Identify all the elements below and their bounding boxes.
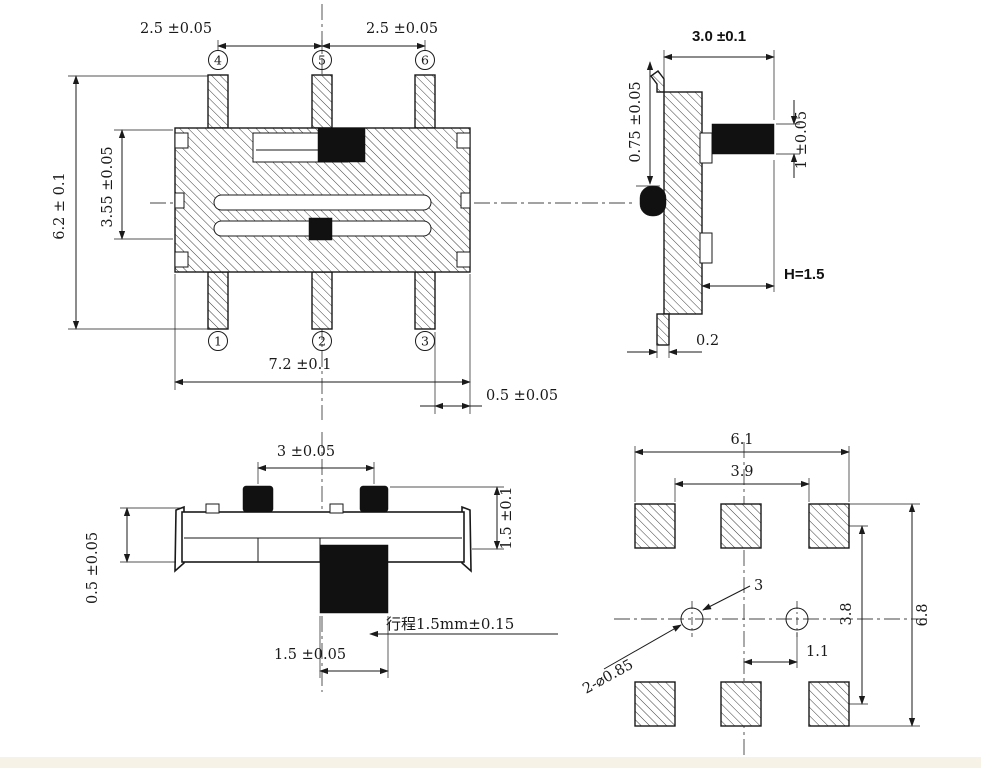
side-hook-bottom xyxy=(699,232,713,264)
pin-number-1: 1 xyxy=(214,334,222,349)
dim-overall-height-label: 6.2 ± 0.1 xyxy=(52,172,68,240)
dim-hole-offset-label: 1.1 xyxy=(806,644,829,660)
dim-base-height-label: 0.5 ±0.05 xyxy=(85,532,101,604)
dim-knob-height-label: 0.75 ±0.05 xyxy=(628,81,644,162)
front-stem xyxy=(319,544,389,614)
pin-number-2: 2 xyxy=(318,334,326,349)
pin-1 xyxy=(207,271,229,330)
front-top-tab xyxy=(329,503,344,514)
contact-slot xyxy=(213,194,432,211)
side-actuator xyxy=(711,123,775,155)
travel-note-label: 行程1.5mm±0.15 xyxy=(386,615,514,633)
dim-actuator-height-label: 1 ±0.05 xyxy=(794,111,810,169)
dim-cover-height-label: 1.5 ±0.1 xyxy=(499,487,515,550)
pad xyxy=(634,503,676,549)
top-view: 4 5 6 1 2 3 2.5 ±0.05 2.5 ±0.05 6.2 ± 0.… xyxy=(52,21,558,414)
front-top-tab xyxy=(205,503,220,514)
pin-number-circle xyxy=(312,50,332,70)
page-bottom-strip xyxy=(0,757,981,768)
locating-hole xyxy=(680,607,704,631)
front-view-dimensions: 3 ±0.05 1.5 ±0.1 0.5 ±0.05 行程1.5mm±0.15 … xyxy=(85,444,558,678)
dim-overall-width-label: 7.2 ±0.1 xyxy=(269,357,332,373)
pin-2 xyxy=(311,271,333,330)
side-body-section xyxy=(663,91,703,315)
slider-opening xyxy=(317,127,366,163)
pin-number-5: 5 xyxy=(318,53,326,68)
pin-number-circle xyxy=(415,331,435,351)
dim-terminal-thickness-label: 0.2 xyxy=(696,333,719,349)
dim-knob-pitch-label: 3 ±0.05 xyxy=(277,444,335,460)
side-hook-top xyxy=(699,132,713,164)
front-view: 3 ±0.05 1.5 ±0.1 0.5 ±0.05 行程1.5mm±0.15 … xyxy=(85,444,558,678)
side-terminal-top xyxy=(650,70,665,93)
pin-number-circle xyxy=(312,331,332,351)
pad xyxy=(634,681,676,727)
body-notch xyxy=(460,192,471,209)
pin-number-circle xyxy=(415,50,435,70)
dim-row-pitch-label: 3.8 xyxy=(839,602,855,625)
top-view-dimensions: 2.5 ±0.05 2.5 ±0.05 6.2 ± 0.1 3.55 ±0.05… xyxy=(52,21,558,414)
hole-pitch-leader xyxy=(702,585,751,611)
pin-numbers: 4 5 6 1 2 3 xyxy=(208,50,435,351)
pin-5 xyxy=(311,74,333,129)
land-pattern-view: 6.1 3.9 3 1.1 3.8 6.8 2-⌀0.85 xyxy=(580,432,931,727)
front-knob-left xyxy=(242,485,274,513)
dim-pitch-right-label: 2.5 ±0.05 xyxy=(366,21,438,37)
dim-depth-label: 3.0 ±0.1 xyxy=(692,28,746,45)
slider-contact xyxy=(308,217,333,241)
dim-hole-pitch-label: 3 xyxy=(754,578,763,594)
front-knob-right xyxy=(359,485,389,513)
pin-number-3: 3 xyxy=(421,334,429,349)
holes-leader xyxy=(603,624,682,670)
pin-number-circle xyxy=(208,50,228,70)
locating-hole xyxy=(785,607,809,631)
pin-6 xyxy=(414,74,436,129)
side-view: 3.0 ±0.1 0.75 ±0.05 1 ±0.05 H=1.5 0.2 xyxy=(627,28,824,358)
side-view-dimensions: 3.0 ±0.1 0.75 ±0.05 1 ±0.05 H=1.5 0.2 xyxy=(627,28,824,358)
pad xyxy=(720,503,762,549)
side-terminal-bottom xyxy=(656,313,670,346)
dim-stem-width-label: 1.5 ±0.05 xyxy=(274,647,346,663)
body-notch xyxy=(456,251,471,268)
pin-3 xyxy=(414,271,436,330)
body-notch xyxy=(174,251,189,268)
holes-label: 2-⌀0.85 xyxy=(580,657,636,698)
side-knob xyxy=(639,185,667,217)
dim-pad-inner-label: 3.9 xyxy=(730,464,753,480)
dim-pitch-left-label: 2.5 ±0.05 xyxy=(140,21,212,37)
pad xyxy=(808,503,850,549)
dim-pad-span-label: 6.1 xyxy=(730,432,753,448)
body-notch xyxy=(174,192,185,209)
pin-number-6: 6 xyxy=(421,53,429,68)
body-notch xyxy=(174,132,189,149)
body-notch xyxy=(456,132,471,149)
dim-overall-label: 6.8 xyxy=(915,603,931,626)
dim-pin-edge-label: 0.5 ±0.05 xyxy=(486,388,558,404)
pin-number-circle xyxy=(208,331,228,351)
pad xyxy=(720,681,762,727)
pin-number-4: 4 xyxy=(214,53,222,68)
dim-body-height-label: 3.55 ±0.05 xyxy=(100,146,116,227)
pin-4 xyxy=(207,74,229,129)
pad xyxy=(808,681,850,727)
dim-stem-height-label: H=1.5 xyxy=(784,266,824,283)
